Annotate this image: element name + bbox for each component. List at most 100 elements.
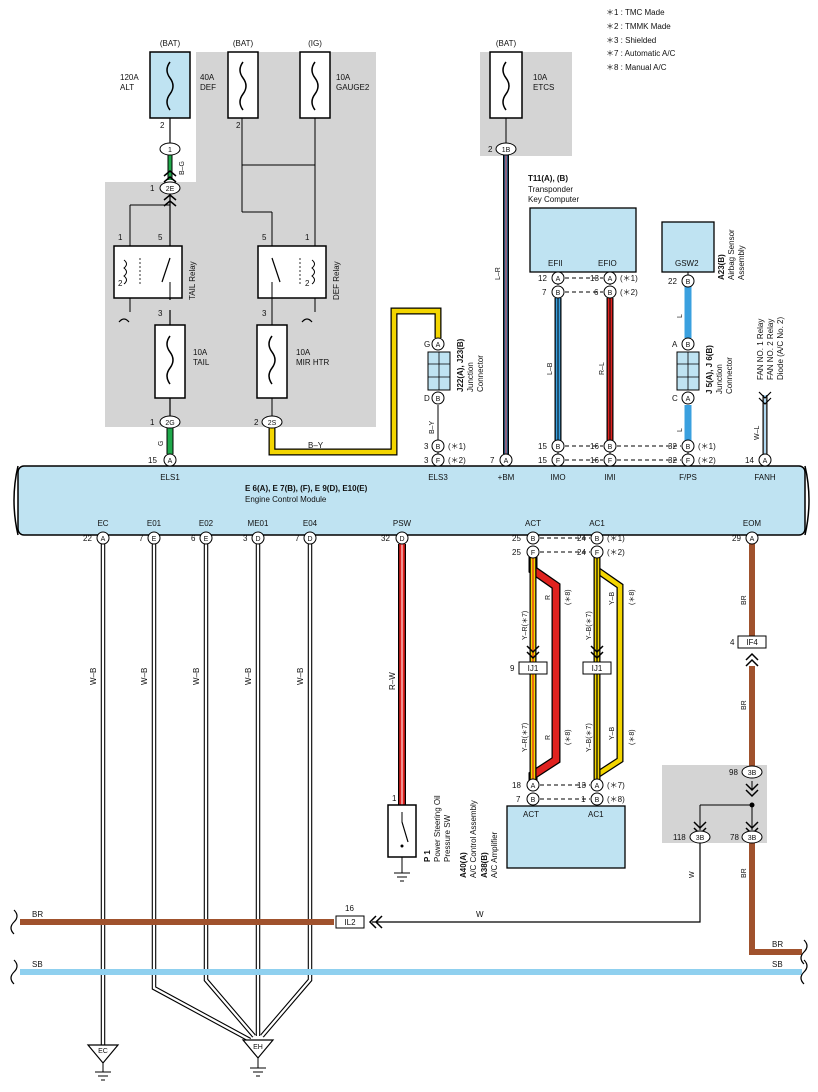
svg-text:B: B [556,290,561,297]
svg-text:W–B: W–B [296,668,305,685]
svg-text:7: 7 [490,456,495,465]
svg-text:IL2: IL2 [344,918,356,927]
svg-text:A: A [101,536,106,543]
relay-block-shade [105,182,376,427]
svg-text:A: A [168,458,173,465]
svg-text:13: 13 [590,274,599,283]
pin-e01: E01 [147,519,162,528]
notes-legend: ＊1 : TMC Made ＊2 : TMMK Made ＊3 : Shield… [606,8,676,72]
svg-text:7: 7 [542,288,547,297]
wire-rw-label: R–W [388,672,397,690]
power-steering-oil-pressure-switch: 1 P 1 Power Steering Oil Pressure SW [387,794,452,882]
svg-text:1: 1 [150,184,155,193]
note-5: ＊8 : Manual A/C [606,63,667,72]
relay-def-pin1: 1 [305,233,310,242]
wire-wl-label: W–L [754,426,761,441]
fuse-alt-rating: 120A [120,73,139,82]
svg-text:15: 15 [538,456,547,465]
svg-text:F: F [608,458,612,465]
svg-text:25: 25 [512,534,521,543]
svg-text:Y–B: Y–B [609,726,616,740]
svg-text:Connector: Connector [476,355,485,392]
svg-text:18: 18 [512,781,521,790]
svg-text:(＊1): (＊1) [620,274,638,283]
p1-title: P 1 [423,850,432,862]
svg-text:32: 32 [668,456,677,465]
fuse-alt-source: (BAT) [160,39,181,48]
wire-w-label-1: W [689,871,696,878]
svg-text:A38(B): A38(B) [480,852,489,878]
svg-text:(＊2): (＊2) [448,456,466,465]
connector-2s: 2S B–Y [261,415,324,450]
transponder-key-computer: T11(A), (B) Transponder Key Computer EFI… [528,174,638,375]
ac-amplifier: A 18 A 13 (＊7) B 7 B 1 (＊8) ACT AC1 A40(… [459,778,626,878]
j22-title: J22(A), J23(B) [456,338,465,392]
svg-text:B: B [531,536,536,543]
svg-text:B: B [436,396,441,403]
svg-text:B: B [608,444,613,451]
airbag-sensor: GSW2 B 22 A23(B) Airbag Sensor Assembly … [661,221,746,318]
ecm-bottom-pins: EC A 22 E01 E 7 E02 E 6 ME01 D 3 E04 D 7… [83,519,761,559]
connector-ij1-act: IJ1 9 [510,661,548,675]
svg-text:7: 7 [295,534,300,543]
svg-text:32: 32 [381,534,390,543]
svg-text:22: 22 [668,277,677,286]
svg-text:118: 118 [673,833,686,842]
fuse-tail-rating: 10A [193,348,208,357]
fan-relays: FAN NO. 1 Relay FAN NO. 2 Relay Diode (A… [754,317,785,440]
svg-text:AC1: AC1 [588,810,604,819]
relay-def: 5 1 3 2 DEF Relay [257,233,341,318]
ground-eh: EH [241,1039,275,1077]
fuse-tail-pin: 1 [150,418,155,427]
wire-lr-label: L–R [495,267,502,280]
svg-text:B: B [436,444,441,451]
connector-il2: 16 IL2 W [335,904,484,929]
svg-text:A: A [686,396,691,403]
svg-text:E: E [152,536,157,543]
ac-wire-labels: Y–R(＊7) R (＊8) Y–B(＊7) Y–B (＊8) Y–R(＊7) … [522,589,636,752]
svg-text:2S: 2S [268,420,277,427]
fuse-tail: 10A TAIL 1 [150,324,210,427]
svg-text:(＊8): (＊8) [629,729,636,745]
junction-j22: A G B D J22(A), J23(B) Junction Connecto… [424,337,485,434]
svg-text:(＊7): (＊7) [607,781,625,790]
svg-text:Transponder: Transponder [528,185,573,194]
bus-labels: BR SB BR SB [32,910,783,969]
fuse-mir-htr: 10A MIR HTR 2 [254,324,330,427]
svg-text:GSW2: GSW2 [675,259,699,268]
ecm-top-pins: A 15 ELS1 B 3 (＊1) F 3 (＊2) ELS3 A 7 +BM… [148,439,776,482]
svg-text:EFIO: EFIO [598,259,617,268]
fuse-etcs-source: (BAT) [496,39,517,48]
svg-text:(＊8): (＊8) [629,589,636,605]
svg-text:Y–R(＊7): Y–R(＊7) [522,723,529,752]
pin-fanh: FANH [754,473,776,482]
pin-e02: E02 [199,519,214,528]
svg-text:Y–B(＊7): Y–B(＊7) [586,723,593,752]
svg-text:13: 13 [577,781,586,790]
svg-text:D: D [307,536,312,543]
pin-fps: F/PS [679,473,697,482]
svg-text:A: A [763,458,768,465]
pin-els3: ELS3 [428,473,448,482]
fuse-mir-htr-name: MIR HTR [296,358,330,367]
svg-text:A/C Amplifier: A/C Amplifier [490,831,499,878]
svg-text:16: 16 [590,456,599,465]
svg-text:16: 16 [590,442,599,451]
wire-l1-label: L [677,314,684,318]
relay-tail-name: TAIL Relay [188,261,197,300]
svg-text:A/C Control Assembly: A/C Control Assembly [469,800,478,878]
svg-text:98: 98 [729,768,738,777]
svg-text:6: 6 [594,288,599,297]
svg-text:B: B [686,279,691,286]
svg-text:EFII: EFII [548,259,563,268]
svg-text:IJ1: IJ1 [592,664,603,673]
fuse-gauge2-rating: 10A [336,73,351,82]
svg-text:78: 78 [730,833,739,842]
svg-text:E: E [204,536,209,543]
svg-text:2G: 2G [165,420,174,427]
svg-text:Airbag Sensor: Airbag Sensor [727,229,736,280]
svg-text:22: 22 [83,534,92,543]
pin-act: ACT [525,519,541,528]
relay-tail: 1 5 2 3 TAIL Relay [113,233,197,318]
